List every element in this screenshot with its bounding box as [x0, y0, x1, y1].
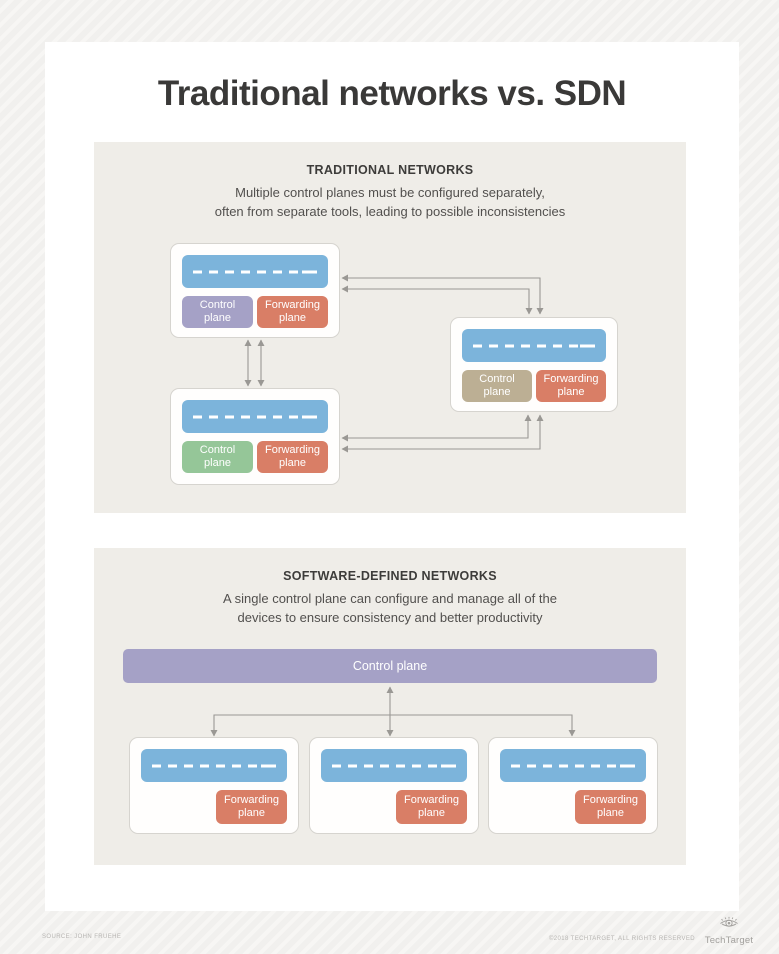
- traditional-networks-section: TRADITIONAL NETWORKS Multiple control pl…: [94, 142, 686, 513]
- device-2-network-panel: [462, 329, 606, 362]
- dashed-ports-graphic: [473, 344, 595, 347]
- device-1-planes: Control plane Forwarding plane: [182, 296, 328, 328]
- sdn-device-2: Forwarding plane: [309, 737, 479, 834]
- device-1-network-panel: [182, 255, 328, 288]
- forwarding-plane-box: Forwarding plane: [536, 370, 606, 402]
- dashed-ports-graphic: [193, 415, 317, 418]
- sdn-section-description: A single control plane can configure and…: [223, 591, 557, 625]
- device-3-planes: Control plane Forwarding plane: [182, 441, 328, 473]
- sdn-device-2-network-panel: [321, 749, 467, 782]
- traditional-section-heading: TRADITIONAL NETWORKS: [306, 163, 474, 177]
- techtarget-logo: TechTarget: [702, 915, 756, 946]
- dashed-ports-graphic: [193, 270, 317, 273]
- techtarget-wordmark: TechTarget: [704, 935, 754, 946]
- sdn-section: SOFTWARE-DEFINED NETWORKS A single contr…: [94, 548, 686, 865]
- forwarding-plane-box: Forwarding plane: [257, 296, 328, 328]
- copyright-notice: ©2018 TECHTARGET, ALL RIGHTS RESERVED: [548, 936, 695, 942]
- forwarding-plane-box: Forwarding plane: [257, 441, 328, 473]
- forwarding-plane-box: Forwarding plane: [396, 790, 467, 824]
- device-2: Control plane Forwarding plane: [450, 317, 618, 412]
- control-plane-box: Control plane: [462, 370, 532, 402]
- sdn-device-3: Forwarding plane: [488, 737, 658, 834]
- sdn-device-1-network-panel: [141, 749, 287, 782]
- device-2-planes: Control plane Forwarding plane: [462, 370, 606, 402]
- sdn-device-3-planes: Forwarding plane: [500, 790, 646, 824]
- page-title: Traditional networks vs. SDN: [157, 74, 627, 113]
- device-1: Control plane Forwarding plane: [170, 243, 340, 338]
- control-plane-box: Control plane: [182, 296, 253, 328]
- forwarding-plane-box: Forwarding plane: [216, 790, 287, 824]
- dashed-ports-graphic: [332, 764, 456, 767]
- source-credit: SOURCE: JOHN FRUEHE: [42, 934, 122, 940]
- dashed-ports-graphic: [152, 764, 276, 767]
- sdn-control-plane-bar: Control plane: [123, 649, 657, 683]
- content-card: Traditional networks vs. SDN TRADITIONAL…: [45, 42, 739, 911]
- dashed-ports-graphic: [511, 764, 635, 767]
- sdn-control-plane-label: Control plane: [352, 659, 428, 673]
- sdn-section-heading: SOFTWARE-DEFINED NETWORKS: [283, 569, 497, 583]
- device-3-network-panel: [182, 400, 328, 433]
- sdn-device-2-planes: Forwarding plane: [321, 790, 467, 824]
- traditional-section-description: Multiple control planes must be configur…: [214, 185, 566, 219]
- control-plane-box: Control plane: [182, 441, 253, 473]
- sdn-device-3-network-panel: [500, 749, 646, 782]
- sdn-device-1: Forwarding plane: [129, 737, 299, 834]
- eye-icon: [717, 916, 741, 933]
- device-3: Control plane Forwarding plane: [170, 388, 340, 485]
- sdn-device-1-planes: Forwarding plane: [141, 790, 287, 824]
- forwarding-plane-box: Forwarding plane: [575, 790, 646, 824]
